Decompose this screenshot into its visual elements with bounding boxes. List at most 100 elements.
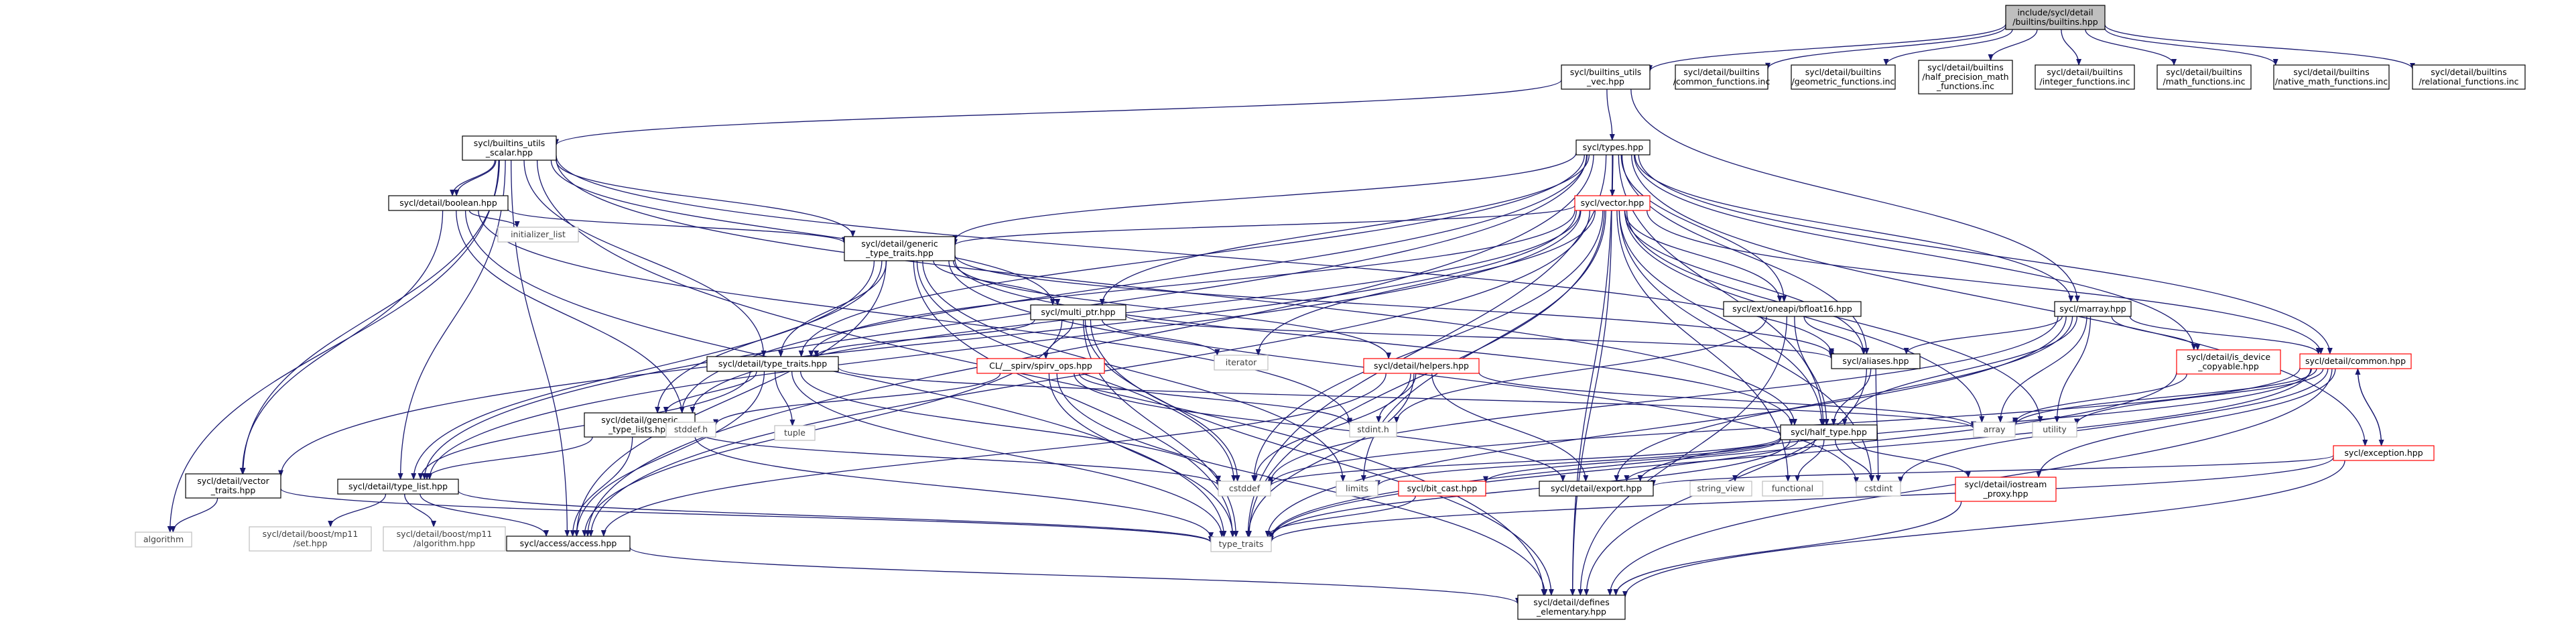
node-box [2156,64,2252,90]
node-label: sycl/vector.hpp [1581,198,1645,208]
dependency-edge-marray-to-aliases [1903,316,2063,355]
node-box [497,227,579,243]
dependency-edge-marray-to-typetraits_std [1265,316,2067,538]
node-box [1336,481,1378,497]
node-gtt[interactable]: sycl/detail/generic_type_traits.hpp [844,236,956,261]
dependency-edge-boolean-to-typetraits_std [464,210,1227,538]
dependency-edge-bf16-to-aliases [1803,316,1867,355]
dependency-edge-bitcast-to-typetraits_std [1265,495,1416,538]
node-box [1955,477,2057,502]
dependency-edge-helpers-to-cstddef [1252,373,1411,482]
node-spirv[interactable]: CL/__spirv/spirv_ops.hpp [976,358,1105,374]
node-box [844,236,956,261]
node-label: sycl/builtins_utils [1570,67,1642,77]
node-export[interactable]: sycl/detail/export.hpp [1539,481,1654,497]
dependency-edge-vector-to-defines [1569,210,1612,596]
node-label: sycl/bit_cast.hpp [1407,483,1478,493]
node-box [1349,422,1397,438]
node-rel_fn[interactable]: sycl/detail/builtins/relational_function… [2412,64,2526,90]
dependency-edge-root-to-native_fn [2104,27,2278,66]
node-half_fn[interactable]: sycl/detail/builtins/half_precision_math… [1918,60,2013,95]
node-label: /native_math_functions.inc [2275,76,2388,86]
node-box [1689,481,1752,497]
node-label: algorithm [143,534,184,544]
node-typetraits[interactable]: sycl/detail/type_traits.hpp [706,356,839,372]
dependency-edge-marray-to-array [1998,316,2087,423]
node-access[interactable]: sycl/access/access.hpp [506,536,631,552]
node-label: sycl/marray.hpp [2059,304,2126,314]
node-aliases[interactable]: sycl/aliases.hpp [1831,353,1921,369]
dependency-edge-exception-to-dcommon [2355,368,2382,446]
node-multiptr[interactable]: sycl/multi_ptr.hpp [1030,304,1126,320]
node-bvec[interactable]: sycl/builtins_utils_vec.hpp [1561,64,1651,90]
dependency-edge-vector-to-vtraits [278,210,1577,477]
node-box [2299,353,2412,369]
dependency-edge-spirv-to-stddef [713,373,1001,426]
node-functional: functional [1762,481,1823,497]
node-box [1218,481,1271,497]
dependency-edge-bscalar-to-boolean [454,160,497,196]
dependency-edge-bscalar-to-typetraits [523,160,767,357]
node-bf16[interactable]: sycl/ext/oneapi/bfloat16.hpp [1723,301,1862,317]
node-box [1856,481,1901,497]
dependency-edge-root-to-rel_fn [2104,24,2415,70]
dependency-edge-types-to-vector [1610,154,1616,196]
dependency-edge-types-to-aliases [1621,154,1870,355]
dependency-edge-bf16-to-stdint [1394,316,1767,424]
node-dcommon[interactable]: sycl/detail/common.hpp [2299,353,2412,369]
dependency-edge-typelist-to-mp11alg [404,493,437,527]
dependency-edge-gtt-to-access [574,260,887,537]
node-geom_fn[interactable]: sycl/detail/builtins/geometric_functions… [1791,64,1896,90]
node-isdevcopy[interactable]: sycl/detail/is_device_copyable.hpp [2176,349,2281,375]
node-halftype[interactable]: sycl/half_type.hpp [1780,424,1878,440]
node-typelist[interactable]: sycl/detail/type_list.hpp [337,479,459,495]
dependency-edge-root-to-math_fn [2085,29,2177,66]
node-box [1575,139,1651,155]
node-box [383,526,506,552]
node-boolean[interactable]: sycl/detail/boolean.hpp [388,195,509,211]
dependency-edge-multiptr-to-defines [1090,319,1554,596]
node-iostream[interactable]: sycl/detail/iostream_proxy.hpp [1955,477,2057,502]
dependency-edge-marray-to-dcommon [2129,316,2321,355]
node-mp11set: sycl/detail/boost/mp11/set.hpp [249,526,372,552]
node-bscalar[interactable]: sycl/builtins_utils_scalar.hpp [462,135,557,161]
node-cstdint: cstdint [1856,481,1901,497]
node-int_fn[interactable]: sycl/detail/builtins/integer_functions.i… [2035,64,2135,90]
node-box [665,422,716,438]
node-mp11alg: sycl/detail/boost/mp11/algorithm.hpp [383,526,506,552]
dependency-edge-dcommon-to-iostream [2036,368,2336,478]
dependency-edge-vector-to-iterator [1255,210,1596,356]
node-box [1762,481,1823,497]
node-box [1780,424,1878,440]
dependency-edge-marray-to-halftype [1842,316,2078,426]
node-box [185,473,281,499]
dependency-edge-dcommon-to-utility [2074,368,2324,426]
node-label: sycl/detail/boolean.hpp [399,198,497,208]
node-label: sycl/types.hpp [1583,142,1644,152]
dependency-edge-vector-to-halftype [1618,210,1825,426]
node-helpers[interactable]: sycl/detail/helpers.hpp [1363,358,1480,374]
node-vector[interactable]: sycl/vector.hpp [1574,195,1651,211]
node-label: /half_precision_math [1922,72,2008,82]
node-box [2412,64,2526,90]
dependency-edge-root-to-common_fn [1765,25,2006,70]
node-vtraits[interactable]: sycl/detail/vector_traits.hpp [185,473,281,499]
node-common_fn[interactable]: sycl/detail/builtins/common_functions.in… [1673,64,1770,90]
node-box [462,135,557,161]
node-types[interactable]: sycl/types.hpp [1575,139,1651,155]
node-box [1210,536,1272,552]
node-marray[interactable]: sycl/marray.hpp [2054,301,2132,317]
node-exception[interactable]: sycl/exception.hpp [2333,445,2435,461]
dependency-edge-dcommon-to-cstdint [1898,368,2329,484]
dependency-edge-boolean-to-gtt [507,208,847,244]
node-label: sycl/detail/builtins [2293,67,2369,77]
node-bitcast[interactable]: sycl/bit_cast.hpp [1398,481,1486,497]
node-stdint: stdint.h [1349,422,1397,438]
node-defines[interactable]: sycl/detail/defines_elementary.hpp [1517,595,1626,620]
dependency-edge-vector-to-gtt [952,205,1575,246]
node-label: sycl/detail/boost/mp11 [397,529,493,539]
node-native_fn[interactable]: sycl/detail/builtins/native_math_functio… [2273,64,2390,90]
dependency-edge-marray-to-isdevcopy [2111,316,2201,351]
node-math_fn[interactable]: sycl/detail/builtins/math_functions.inc [2156,64,2252,90]
dependency-edge-bvec-to-bscalar [554,79,1562,146]
